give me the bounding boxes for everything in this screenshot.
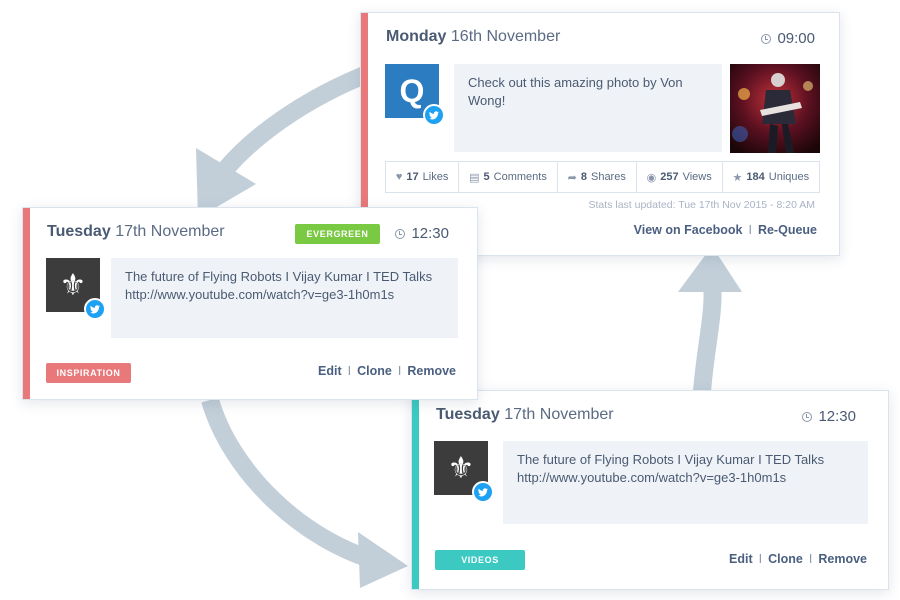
- separator: I: [808, 552, 813, 566]
- arrow-tuesday-to-bottom: [201, 397, 383, 571]
- requeue-link[interactable]: Re-Queue: [757, 223, 817, 237]
- clone-link[interactable]: Clone: [357, 364, 392, 378]
- concert-photo: [730, 64, 820, 153]
- post-time: 12:30: [802, 408, 856, 425]
- twitter-icon: [472, 481, 494, 503]
- separator: I: [758, 552, 763, 566]
- edit-link[interactable]: Edit: [729, 552, 753, 566]
- category-tag-inspiration[interactable]: INSPIRATION: [46, 363, 131, 383]
- remove-link[interactable]: Remove: [818, 552, 867, 566]
- eye-icon: ◉: [646, 171, 657, 184]
- clock-icon: [395, 228, 406, 239]
- post-message: The future of Flying Robots I Vijay Kuma…: [111, 258, 458, 338]
- avatar: Q: [385, 64, 445, 126]
- post-date: Tuesday 17th November: [47, 223, 225, 240]
- post-message: The future of Flying Robots I Vijay Kuma…: [503, 441, 868, 524]
- remove-link[interactable]: Remove: [407, 364, 456, 378]
- post-message: Check out this amazing photo by Von Wong…: [454, 64, 722, 152]
- post-card-tuesday-videos: Tuesday 17th November 12:30 ⚜ The future…: [411, 390, 889, 590]
- fleur-de-lis-icon: ⚜: [59, 268, 87, 302]
- separator: I: [748, 223, 752, 237]
- card-stripe: [23, 208, 30, 399]
- post-actions: View on Facebook I Re-Queue: [634, 223, 817, 237]
- avatar: ⚜: [46, 258, 106, 320]
- post-card-tuesday-evergreen: Tuesday 17th November EVERGREEN 12:30 ⚜ …: [22, 207, 478, 400]
- view-on-facebook-link[interactable]: View on Facebook: [633, 223, 743, 237]
- post-time: 12:30: [395, 225, 449, 242]
- post-date: Monday 16th November: [386, 28, 561, 45]
- arrow-head-1: [196, 148, 256, 218]
- edit-link[interactable]: Edit: [318, 364, 342, 378]
- clock-icon: [802, 411, 813, 422]
- evergreen-badge: EVERGREEN: [295, 224, 380, 244]
- arrow-head-2: [358, 532, 408, 588]
- avatar: ⚜: [434, 441, 494, 503]
- comment-icon: ▤: [469, 171, 480, 184]
- post-actions: Edit I Clone I Remove: [318, 364, 456, 378]
- category-tag-videos[interactable]: VIDEOS: [435, 550, 525, 570]
- fleur-de-lis-icon: ⚜: [447, 451, 475, 485]
- post-time: 09:00: [761, 30, 815, 47]
- post-card-monday: Monday 16th November 09:00 Q Check out t…: [360, 12, 840, 256]
- clock-icon: [761, 33, 772, 44]
- arrow-monday-to-tuesday: [218, 63, 376, 176]
- star-icon: ★: [732, 171, 743, 184]
- arrow-head-3: [678, 246, 742, 292]
- post-actions: Edit I Clone I Remove: [729, 552, 867, 566]
- separator: I: [397, 364, 402, 378]
- card-stripe: [361, 13, 368, 255]
- separator: I: [347, 364, 352, 378]
- clone-link[interactable]: Clone: [768, 552, 803, 566]
- card-stripe: [412, 391, 419, 589]
- share-icon: ➦: [567, 171, 577, 184]
- twitter-icon: [423, 104, 445, 126]
- arrow-bottom-to-monday: [693, 283, 722, 393]
- heart-icon: ♥: [395, 171, 403, 183]
- post-date: Tuesday 17th November: [436, 406, 614, 423]
- twitter-icon: [84, 298, 106, 320]
- quora-logo: Q: [399, 72, 425, 109]
- post-photo[interactable]: [730, 64, 820, 153]
- stats-updated-text: Stats last updated: Tue 17th Nov 2015 - …: [588, 199, 815, 211]
